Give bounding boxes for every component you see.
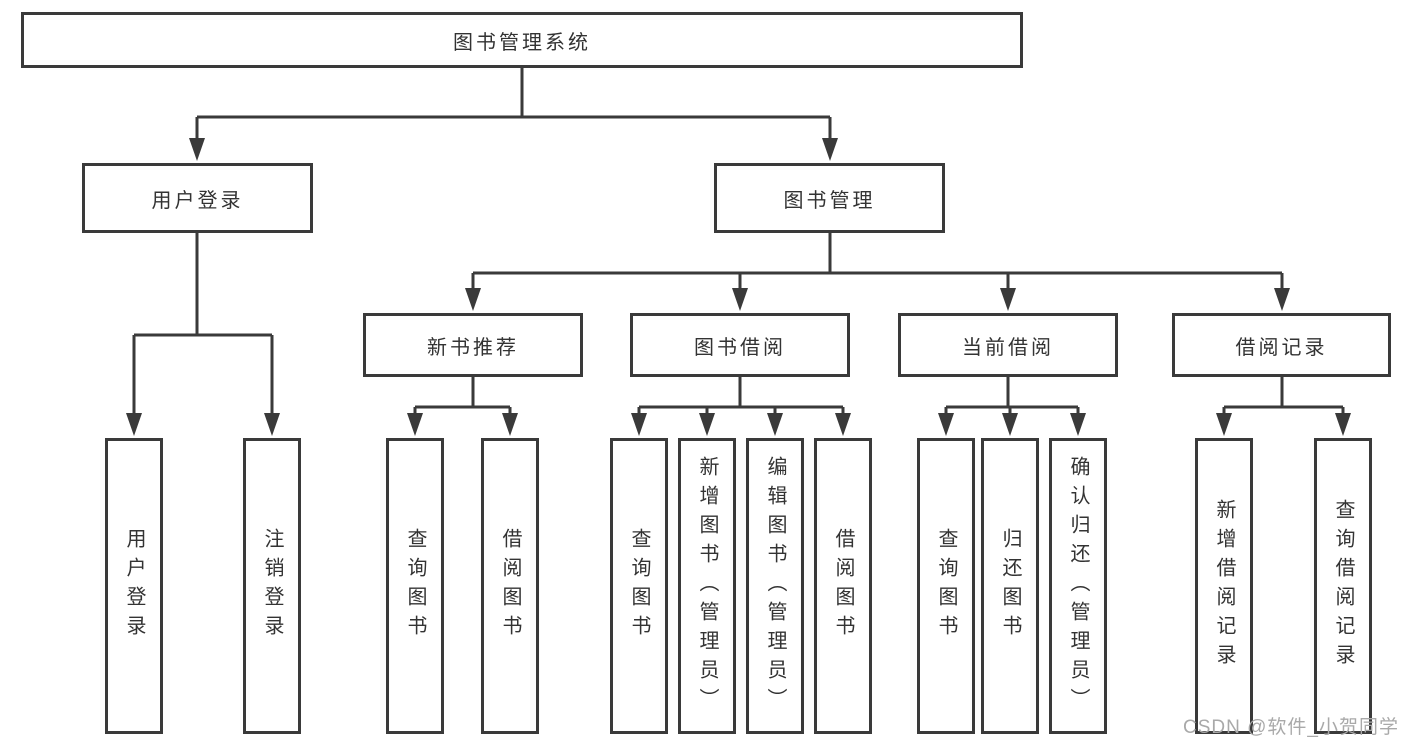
leaf-label: 借阅图书 <box>499 528 521 644</box>
arrow-down-icon <box>465 288 481 311</box>
leaf-query-borrow-record: 查询借阅记录 <box>1314 438 1372 734</box>
leaf-label: 查询图书 <box>404 528 426 644</box>
leaf-edit-books-admin: 编辑图书（管理员） <box>746 438 804 734</box>
leaf-borrow-books: 借阅图书 <box>814 438 872 734</box>
leaf-add-books-admin: 新增图书（管理员） <box>678 438 736 734</box>
leaf-label: 编辑图书（管理员） <box>764 455 786 717</box>
node-label: 图书管理 <box>783 189 876 212</box>
arrow-down-icon <box>822 138 838 161</box>
leaf-user-login: 用户登录 <box>105 438 163 734</box>
leaf-label: 归还图书 <box>999 528 1021 644</box>
leaf-label: 新增图书（管理员） <box>696 455 718 717</box>
leaf-label: 查询图书 <box>628 528 650 644</box>
leaf-query-books-newbook: 查询图书 <box>386 438 444 734</box>
arrow-down-icon <box>835 413 851 436</box>
node-label: 图书借阅 <box>694 336 786 359</box>
node-library-system: 图书管理系统 <box>21 12 1023 68</box>
leaf-label: 用户登录 <box>123 528 145 644</box>
arrow-down-icon <box>631 413 647 436</box>
csdn-watermark: CSDN @软件_小贺同学 <box>1183 717 1399 738</box>
arrow-down-icon <box>189 138 205 161</box>
leaf-label: 查询图书 <box>935 528 957 644</box>
node-user-login: 用户登录 <box>82 163 313 233</box>
arrow-down-icon <box>1335 413 1351 436</box>
arrow-down-icon <box>699 413 715 436</box>
node-label: 借阅记录 <box>1235 336 1328 359</box>
arrow-down-icon <box>407 413 423 436</box>
arrow-down-icon <box>1070 413 1086 436</box>
node-book-borrow: 图书借阅 <box>630 313 850 377</box>
connector-arrowheads <box>126 138 1351 436</box>
leaf-query-books-current: 查询图书 <box>917 438 975 734</box>
leaf-return-books: 归还图书 <box>981 438 1039 734</box>
leaf-label: 借阅图书 <box>832 528 854 644</box>
leaf-label: 注销登录 <box>261 528 283 644</box>
leaf-borrow-books-newbook: 借阅图书 <box>481 438 539 734</box>
node-label: 当前借阅 <box>962 336 1054 359</box>
node-book-management: 图书管理 <box>714 163 945 233</box>
leaf-label: 查询借阅记录 <box>1332 499 1354 673</box>
arrow-down-icon <box>1002 413 1018 436</box>
node-borrow-records: 借阅记录 <box>1172 313 1391 377</box>
arrow-down-icon <box>1216 413 1232 436</box>
arrow-down-icon <box>732 288 748 311</box>
leaf-label: 新增借阅记录 <box>1213 499 1235 673</box>
arrow-down-icon <box>938 413 954 436</box>
node-label: 用户登录 <box>151 189 244 212</box>
arrow-down-icon <box>126 413 142 436</box>
arrow-down-icon <box>767 413 783 436</box>
leaf-add-borrow-record: 新增借阅记录 <box>1195 438 1253 734</box>
arrow-down-icon <box>1274 288 1290 311</box>
leaf-confirm-return-admin: 确认归还（管理员） <box>1049 438 1107 734</box>
node-label: 新书推荐 <box>427 336 519 359</box>
leaf-query-books-borrow: 查询图书 <box>610 438 668 734</box>
node-label: 图书管理系统 <box>453 31 591 54</box>
arrow-down-icon <box>264 413 280 436</box>
arrow-down-icon <box>502 413 518 436</box>
leaf-logout: 注销登录 <box>243 438 301 734</box>
node-current-borrow: 当前借阅 <box>898 313 1118 377</box>
arrow-down-icon <box>1000 288 1016 311</box>
leaf-label: 确认归还（管理员） <box>1067 455 1089 717</box>
node-new-book-recommend: 新书推荐 <box>363 313 583 377</box>
